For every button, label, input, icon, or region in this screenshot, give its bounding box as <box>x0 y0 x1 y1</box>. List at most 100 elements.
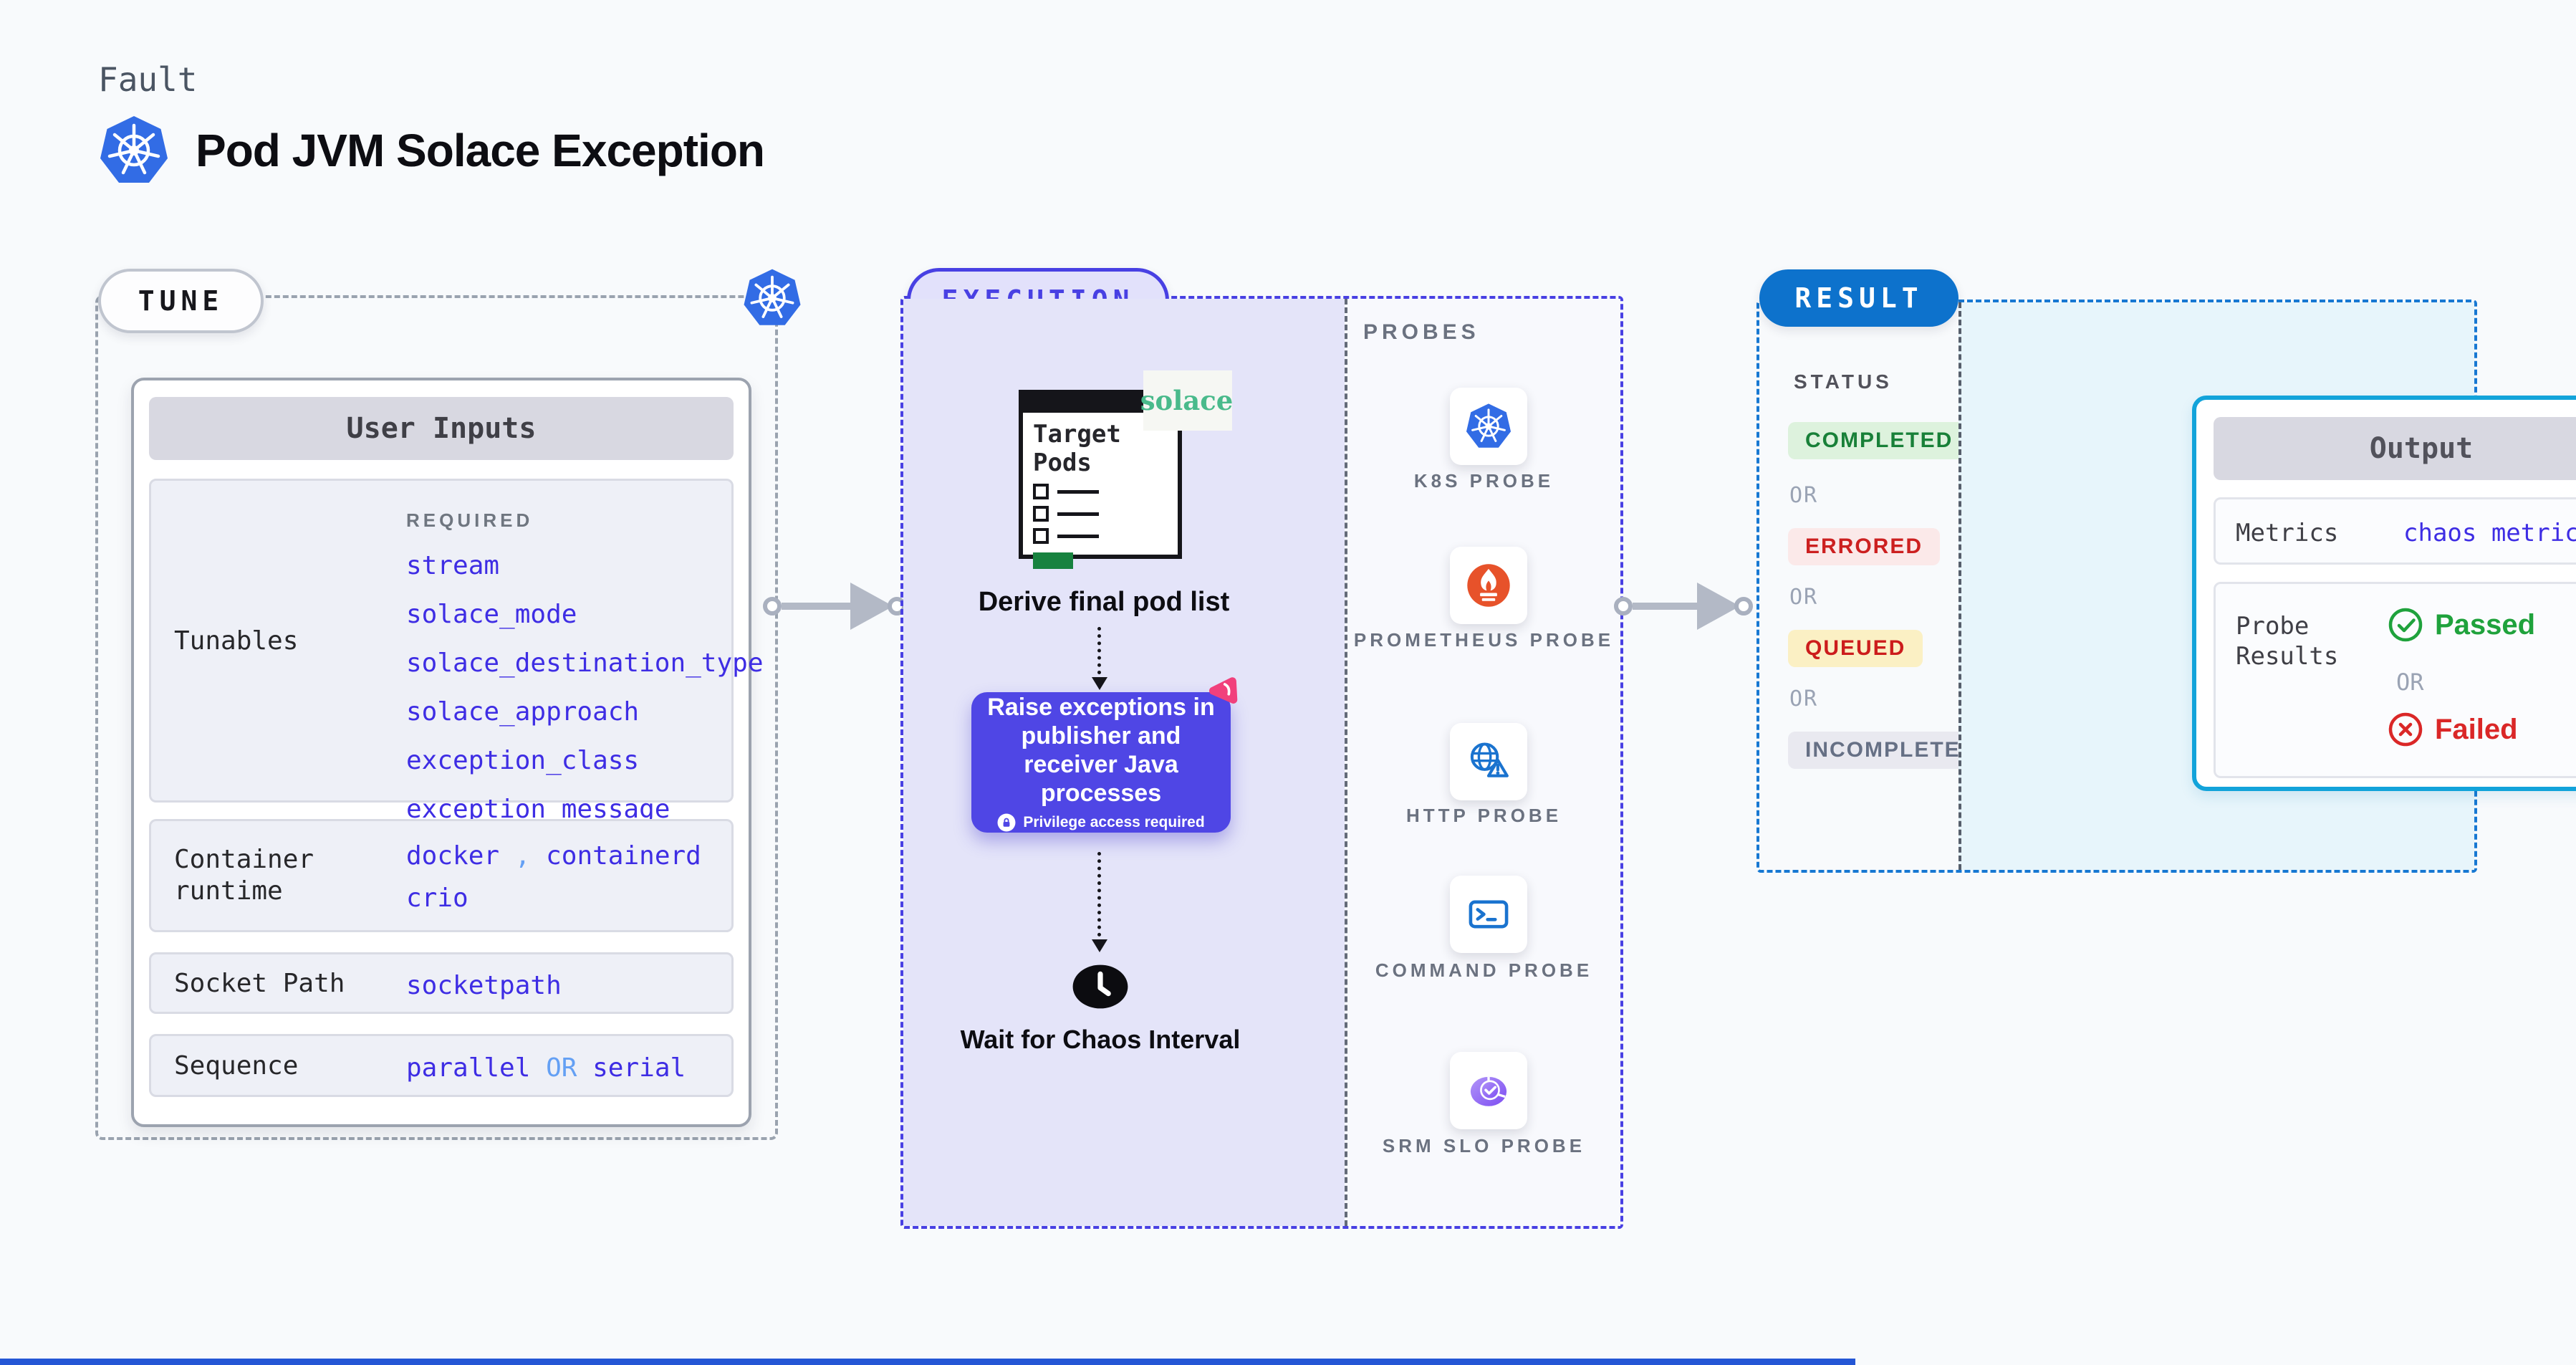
derive-pod-list-text: Derive final pod list <box>978 587 1230 617</box>
check-circle-icon <box>2388 608 2423 642</box>
pod-line <box>1057 489 1099 494</box>
metrics-value: chaos metrics <box>2403 519 2576 547</box>
metrics-label: Metrics <box>2236 519 2339 547</box>
socket-path-label: Socket Path <box>174 968 345 998</box>
raise-exceptions-box: Raise exceptions in publisher and receiv… <box>971 692 1231 833</box>
probe-card-http <box>1450 723 1527 800</box>
tunable-value: solace_approach <box>406 697 640 727</box>
privilege-row: Privilege access required <box>997 813 1205 832</box>
tunable-value: solace_mode <box>406 600 577 629</box>
tunable-value: exception_class <box>406 746 640 775</box>
slo-gauge-check-icon <box>1470 1076 1507 1106</box>
chaos-icon <box>1208 677 1238 704</box>
status-badge-queued: QUEUED <box>1788 630 1923 667</box>
tunable-value: stream <box>406 551 500 580</box>
result-badge: RESULT <box>1759 269 1959 327</box>
failed-result: Failed <box>2388 712 2518 747</box>
checkbox-icon <box>1033 484 1049 499</box>
runtime-separator: , <box>514 841 531 871</box>
status-badge-completed: COMPLETED <box>1788 422 1971 459</box>
or-label: OR <box>2396 669 2424 696</box>
bottom-scroll-strip <box>0 1359 1855 1365</box>
tunables-values: REQUIRED stream solace_mode solace_desti… <box>406 509 764 824</box>
kubernetes-icon <box>1465 403 1512 450</box>
sequence-row: Sequence parallel OR serial <box>149 1034 734 1097</box>
failed-label: Failed <box>2435 713 2518 745</box>
arrow-down-icon <box>1092 939 1107 952</box>
container-runtime-label: Container runtime <box>174 845 314 906</box>
tune-section: TUNE User Inputs Tunables REQUIRED strea… <box>95 295 778 1140</box>
title-row: Pod JVM Solace Exception <box>98 115 765 186</box>
terminal-icon <box>1469 900 1509 929</box>
probe-card-command <box>1450 876 1527 953</box>
container-runtime-row: Container runtime docker , containerd cr… <box>149 819 734 932</box>
status-badge-errored: ERRORED <box>1788 528 1941 565</box>
tune-badge: TUNE <box>98 269 264 333</box>
passed-result: Passed <box>2388 607 2535 643</box>
status-heading: STATUS <box>1794 370 1893 393</box>
tunable-value: solace_destination_type <box>406 648 764 678</box>
checkbox-icon <box>1033 528 1049 544</box>
or-label: OR <box>1789 483 1819 508</box>
checkbox-icon <box>1033 506 1049 522</box>
socket-path-row: Socket Path socketpath <box>149 952 734 1014</box>
execution-flow-panel: Target Pods solace Derive final pod list… <box>903 299 1345 1226</box>
runtime-crio: crio <box>406 883 468 913</box>
probes-panel: PROBES K8S PROBE PROMETHEUS PROBE <box>1345 299 1620 1226</box>
lock-icon <box>997 813 1016 832</box>
window-title: Target Pods <box>1033 420 1121 477</box>
probe-card-k8s <box>1450 388 1527 465</box>
pod-line <box>1057 512 1099 516</box>
pod-checkbox-row <box>1033 484 1178 499</box>
probe-card-prometheus <box>1450 547 1527 624</box>
user-inputs-title: User Inputs <box>149 397 734 460</box>
privilege-text: Privilege access required <box>1023 814 1205 830</box>
prometheus-icon <box>1467 564 1510 607</box>
pod-line <box>1057 534 1099 538</box>
page-title: Pod JVM Solace Exception <box>196 125 765 176</box>
solace-logo: solace <box>1140 370 1233 431</box>
pod-checkbox-row <box>1033 528 1178 544</box>
status-column: STATUS COMPLETED OR ERRORED OR QUEUED OR… <box>1759 302 1995 870</box>
probes-heading: PROBES <box>1363 320 1480 344</box>
flow-dotted-arrow <box>1097 627 1101 674</box>
probe-label: SRM SLO PROBE <box>1382 1135 1586 1156</box>
probe-label: COMMAND PROBE <box>1375 959 1593 981</box>
kubernetes-icon <box>98 115 170 186</box>
http-globe-warning-icon <box>1470 742 1509 777</box>
x-circle-icon <box>2388 712 2423 747</box>
required-label: REQUIRED <box>406 509 534 531</box>
kubernetes-icon <box>742 268 802 328</box>
user-inputs-card: User Inputs Tunables REQUIRED stream sol… <box>131 378 764 1127</box>
output-title: Output <box>2214 417 2576 480</box>
wait-interval-text: Wait for Chaos Interval <box>960 1025 1241 1054</box>
probe-label: HTTP PROBE <box>1405 805 1562 826</box>
sequence-serial: serial <box>592 1053 686 1083</box>
clock-icon <box>1072 964 1128 1009</box>
probe-label: K8S PROBE <box>1413 470 1554 492</box>
metrics-row: Metrics chaos metrics <box>2214 497 2576 565</box>
probe-results-row: Probe Results Passed OR <box>2214 582 2576 778</box>
execution-section: EXECUTION Target Pods solace Derive fina… <box>900 268 1623 1229</box>
sequence-or: OR <box>546 1053 577 1083</box>
socket-path-value: socketpath <box>406 971 562 1000</box>
or-label: OR <box>1789 585 1819 610</box>
probe-card-srm-slo <box>1450 1052 1527 1129</box>
sequence-parallel: parallel <box>406 1053 531 1083</box>
container-runtime-values: docker , containerd crio <box>406 841 701 913</box>
tunables-row: Tunables REQUIRED stream solace_mode sol… <box>149 479 764 824</box>
runtime-containerd: containerd <box>546 841 701 871</box>
tunables-label: Tunables <box>174 626 299 656</box>
result-section: RESULT STATUS COMPLETED OR ERRORED OR QU… <box>1756 269 2576 873</box>
or-label: OR <box>1789 686 1819 712</box>
arrow-down-icon <box>1092 677 1107 690</box>
flow-dotted-arrow <box>1097 852 1101 937</box>
raise-exceptions-text: Raise exceptions in publisher and receiv… <box>987 694 1215 807</box>
confirm-button-illustration <box>1033 552 1073 569</box>
execution-to-result-arrow <box>1614 583 1753 630</box>
runtime-docker: docker <box>406 841 500 871</box>
probe-label: PROMETHEUS PROBE <box>1353 629 1615 651</box>
probe-results-label: Probe Results <box>2236 612 2339 671</box>
fault-kicker: Fault <box>98 60 198 99</box>
